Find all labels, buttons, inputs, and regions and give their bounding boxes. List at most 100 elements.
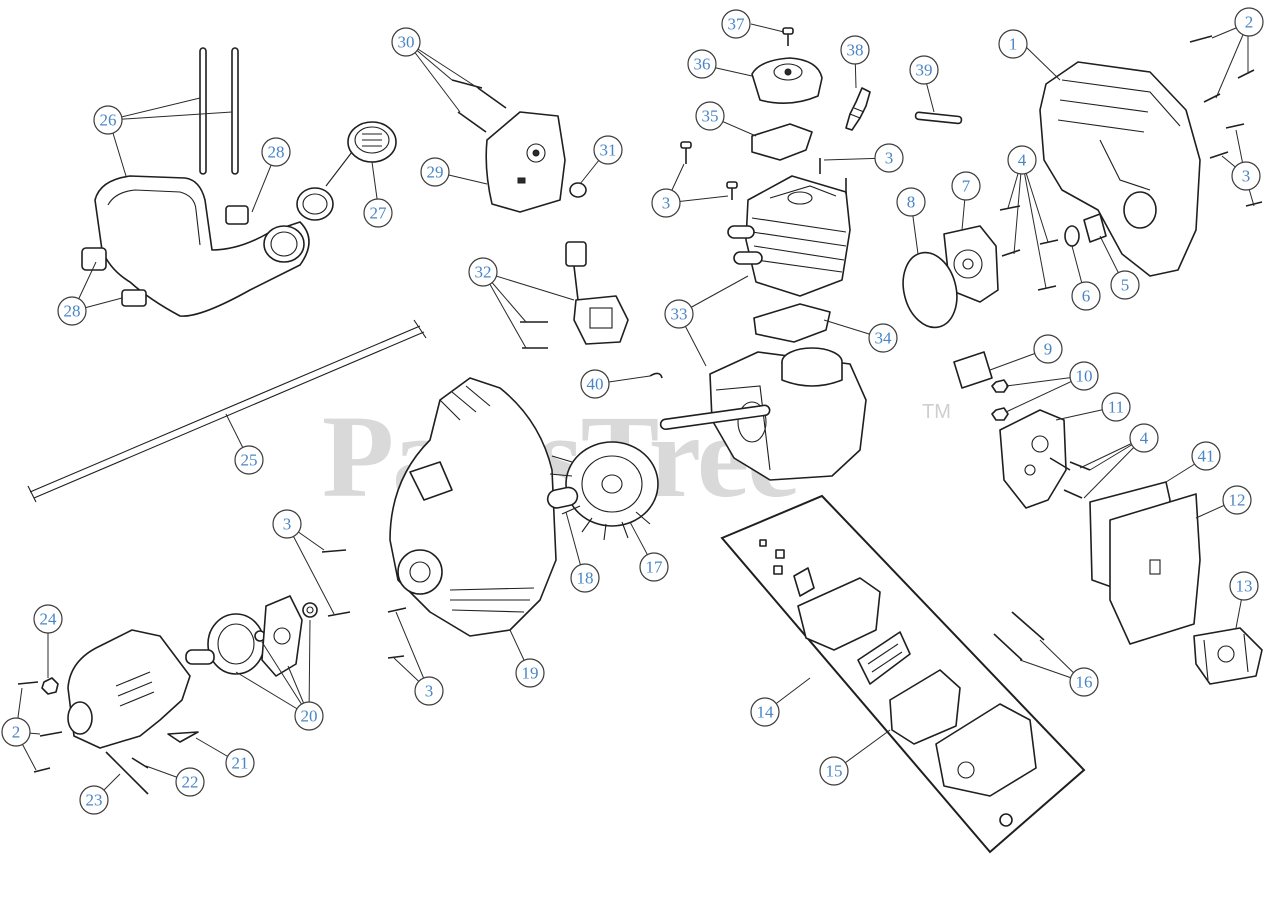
svg-text:24: 24	[40, 610, 58, 629]
callout-38[interactable]: 38	[840, 35, 870, 65]
part-engine-housing	[1039, 61, 1201, 277]
callout-29[interactable]: 29	[420, 157, 450, 187]
callout-4-upper[interactable]: 4	[1007, 145, 1037, 175]
callout-19[interactable]: 19	[515, 658, 545, 688]
svg-text:13: 13	[1236, 577, 1253, 596]
svg-text:29: 29	[427, 163, 444, 182]
part-flywheel-spacer	[546, 486, 579, 509]
svg-text:11: 11	[1108, 398, 1124, 417]
part-cylinder	[727, 175, 851, 297]
callout-35[interactable]: 35	[695, 101, 725, 131]
callout-36[interactable]: 36	[687, 49, 717, 79]
callout-9[interactable]: 9	[1033, 334, 1063, 364]
svg-text:19: 19	[522, 664, 539, 683]
svg-text:15: 15	[826, 762, 843, 781]
callout-3-right[interactable]: 3	[1231, 161, 1261, 191]
callout-24[interactable]: 24	[33, 604, 63, 634]
svg-text:17: 17	[646, 558, 664, 577]
svg-text:32: 32	[475, 263, 492, 282]
callout-31[interactable]: 31	[593, 135, 623, 165]
callout-25[interactable]: 25	[234, 445, 264, 475]
part-throttle-cable	[27, 319, 427, 503]
callout-26[interactable]: 26	[93, 105, 123, 135]
part-ignition-coil	[520, 241, 629, 349]
part-cylinder-screws	[680, 141, 847, 200]
part-carb-spacer	[999, 409, 1067, 509]
svg-text:10: 10	[1076, 367, 1093, 386]
svg-text:36: 36	[694, 55, 711, 74]
callout-14[interactable]: 14	[750, 697, 780, 727]
part-air-filter-plate	[451, 79, 566, 213]
svg-text:41: 41	[1198, 447, 1215, 466]
svg-text:27: 27	[370, 204, 388, 223]
svg-text:33: 33	[671, 305, 688, 324]
svg-text:26: 26	[100, 111, 117, 130]
part-fitting	[1064, 213, 1107, 247]
part-screws-16	[993, 611, 1045, 661]
callout-13[interactable]: 13	[1229, 571, 1259, 601]
callout-39[interactable]: 39	[909, 55, 939, 85]
callout-27[interactable]: 27	[363, 198, 393, 228]
callout-30[interactable]: 30	[391, 27, 421, 57]
part-spark-plug	[845, 87, 871, 131]
part-screw-37	[782, 27, 794, 46]
part-fuel-tank	[81, 175, 310, 317]
callout-16[interactable]: 16	[1069, 667, 1099, 697]
callout-40[interactable]: 40	[580, 369, 610, 399]
svg-text:28: 28	[64, 302, 81, 321]
callout-2-left[interactable]: 2	[1, 717, 31, 747]
callout-37[interactable]: 37	[721, 9, 751, 39]
callout-20[interactable]: 20	[294, 701, 324, 731]
svg-text:6: 6	[1082, 287, 1091, 306]
callout-6[interactable]: 6	[1071, 281, 1101, 311]
part-screws-4b	[1049, 457, 1091, 499]
part-clutch-housing	[67, 629, 199, 749]
callout-10[interactable]: 10	[1069, 361, 1099, 391]
part-nuts-10	[991, 379, 1009, 421]
part-screws-4	[999, 205, 1059, 291]
svg-text:35: 35	[702, 107, 719, 126]
callout-3-cylinder-right[interactable]: 3	[874, 143, 904, 173]
callout-15[interactable]: 15	[819, 756, 849, 786]
callout-18[interactable]: 18	[570, 563, 600, 593]
callout-28-lower[interactable]: 28	[57, 296, 87, 326]
callout-33[interactable]: 33	[664, 299, 694, 329]
svg-text:39: 39	[916, 61, 933, 80]
part-heat-shields	[1089, 481, 1201, 645]
part-carburetor	[1193, 627, 1263, 685]
callout-7[interactable]: 7	[951, 171, 981, 201]
callout-23[interactable]: 23	[79, 785, 109, 815]
svg-text:14: 14	[757, 703, 775, 722]
callout-3-cylinder-left[interactable]: 3	[651, 188, 681, 218]
callout-21[interactable]: 21	[225, 748, 255, 778]
part-oring-large	[902, 251, 958, 329]
part-screws-left	[17, 681, 63, 773]
svg-text:3: 3	[885, 149, 894, 168]
callout-41[interactable]: 41	[1191, 441, 1221, 471]
svg-text:5: 5	[1121, 276, 1130, 295]
svg-text:4: 4	[1140, 429, 1149, 448]
callout-11[interactable]: 11	[1101, 392, 1131, 422]
callout-8[interactable]: 8	[896, 187, 926, 217]
callout-32[interactable]: 32	[468, 257, 498, 287]
callout-28-upper[interactable]: 28	[261, 137, 291, 167]
callout-4-lower[interactable]: 4	[1129, 423, 1159, 453]
part-screws-bottom	[105, 751, 149, 795]
part-air-filter-kit	[720, 494, 1086, 854]
callout-1[interactable]: 1	[998, 29, 1028, 59]
callout-2-right[interactable]: 2	[1234, 7, 1264, 37]
svg-text:2: 2	[1245, 13, 1254, 32]
part-gasket-35	[751, 123, 813, 161]
callout-3-clutch[interactable]: 3	[272, 509, 302, 539]
callout-22[interactable]: 22	[175, 767, 205, 797]
svg-text:12: 12	[1229, 491, 1246, 510]
callout-17[interactable]: 17	[639, 552, 669, 582]
svg-text:3: 3	[283, 515, 292, 534]
part-nut-24	[41, 677, 59, 695]
callout-5[interactable]: 5	[1110, 270, 1140, 300]
callout-3-housing[interactable]: 3	[414, 676, 444, 706]
callout-12[interactable]: 12	[1222, 485, 1252, 515]
callout-34[interactable]: 34	[868, 323, 898, 353]
svg-text:3: 3	[425, 682, 434, 701]
part-oring-small	[569, 182, 587, 198]
